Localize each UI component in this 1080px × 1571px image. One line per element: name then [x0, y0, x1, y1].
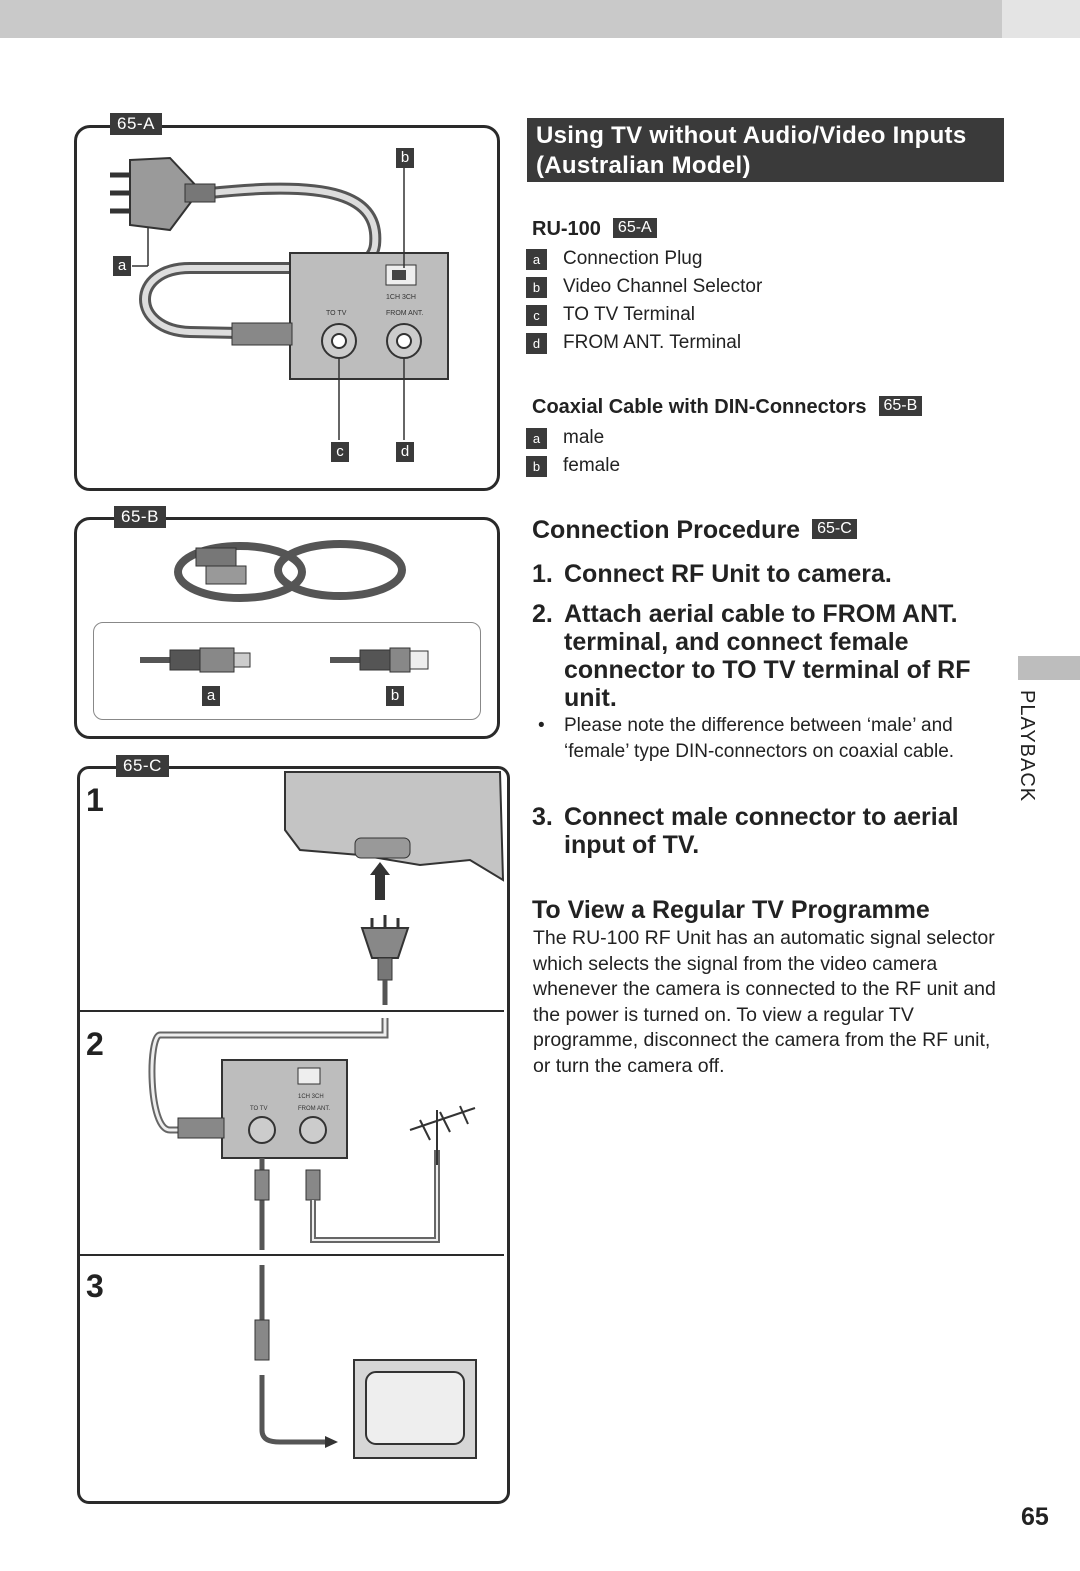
page-number: 65: [1021, 1503, 1049, 1531]
side-tab-marker: [1018, 656, 1080, 680]
figure-65-c-tag: 65-C: [116, 755, 169, 777]
ru100-figure-tag: 65-A: [612, 217, 657, 238]
figure-65-b-tag: 65-B: [114, 506, 166, 528]
to-tv-label-c: TO TV: [250, 1106, 268, 1112]
from-ant-label-a: FROM ANT.: [386, 310, 424, 317]
coax-heading-text: Coaxial Cable with DIN-Connectors: [532, 396, 867, 418]
top-header-band: [0, 0, 1002, 38]
procedure-step-1: 1.Connect RF Unit to camera.: [532, 560, 892, 588]
illustration-step-1: 1: [86, 782, 104, 818]
procedure-note: •Please note the difference between ‘mal…: [538, 715, 955, 762]
side-tab-playback: PLAYBACK: [1016, 690, 1038, 803]
ru100-heading: RU-100 65-A: [532, 217, 657, 241]
from-ant-label-c: FROM ANT.: [298, 1106, 331, 1112]
coax-heading: Coaxial Cable with DIN-Connectors 65-B: [532, 395, 923, 419]
callout-male: a: [202, 686, 220, 706]
callout-a: a: [113, 256, 131, 276]
channel-label-a: 1CH 3CH: [386, 294, 416, 301]
top-header-band-end: [1002, 0, 1080, 38]
callout-c: c: [331, 442, 349, 462]
procedure-heading-text: Connection Procedure: [532, 516, 801, 544]
procedure-step-2: 2.Attach aerial cable to FROM ANT. termi…: [532, 600, 971, 712]
ru100-heading-text: RU-100: [532, 218, 601, 240]
illustration-step-2: 2: [86, 1026, 104, 1062]
step-divider-2: [80, 1254, 504, 1256]
figure-65-a-tag: 65-A: [110, 113, 162, 135]
regular-tv-paragraph: The RU-100 RF Unit has an automatic sign…: [533, 927, 996, 1077]
section-title: Using TV without Audio/Video Inputs (Aus…: [527, 118, 1004, 182]
channel-label-c: 1CH 3CH: [298, 1094, 324, 1100]
callout-female: b: [386, 686, 404, 706]
coax-figure-tag: 65-B: [878, 395, 923, 416]
procedure-heading: Connection Procedure 65-C: [532, 516, 857, 545]
regular-tv-heading: To View a Regular TV Programme: [532, 896, 930, 924]
callout-d: d: [396, 442, 414, 462]
procedure-step-3: 3.Connect male connector to aerial input…: [532, 803, 959, 859]
callout-b: b: [396, 148, 414, 168]
section-title-line-2: (Australian Model): [536, 152, 751, 179]
to-tv-label-a: TO TV: [326, 310, 347, 317]
procedure-figure-tag: 65-C: [812, 519, 857, 540]
illustration-step-3: 3: [86, 1268, 104, 1304]
step-divider-1: [80, 1010, 504, 1012]
section-title-line-1: Using TV without Audio/Video Inputs: [536, 122, 967, 149]
connector-detail-panel: [93, 622, 481, 720]
figure-65-b: [74, 517, 500, 739]
